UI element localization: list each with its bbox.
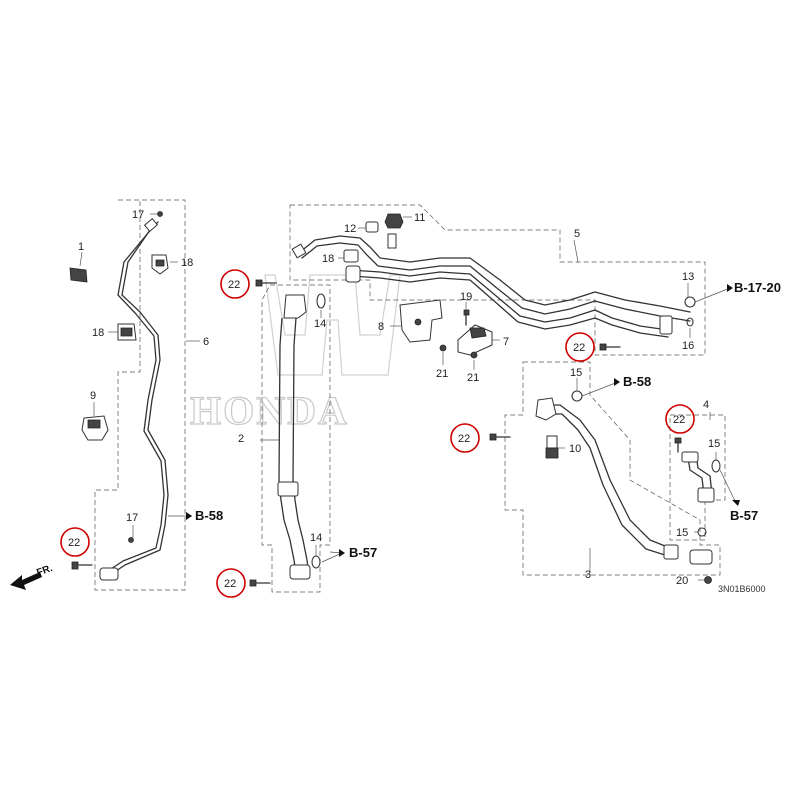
bolt-22-pipe-4[interactable] [674, 437, 682, 453]
bracket-part-8[interactable] [399, 299, 443, 343]
pipe-part-5[interactable] [291, 233, 691, 338]
honda-logo-h [264, 274, 401, 376]
label-part-22[interactable]: 22 [458, 433, 470, 445]
switch-part-10[interactable] [545, 435, 559, 459]
label-part-22[interactable]: 22 [673, 414, 685, 426]
label-part-11[interactable]: 11 [414, 212, 425, 224]
front-label: FR. [35, 563, 54, 579]
front-arrow-icon [10, 572, 42, 590]
highlight-circle-22 [60, 527, 90, 557]
highlight-circle-22 [450, 423, 480, 453]
bolt-part-19[interactable] [463, 309, 470, 326]
label-part-15-pipe4[interactable]: 15 [708, 438, 720, 450]
oring-part-16[interactable] [686, 317, 694, 327]
bolt-22-hose-2-bottom[interactable] [249, 579, 271, 587]
ref-b57-left[interactable]: B-57 [349, 545, 377, 560]
arrow-b17-20 [727, 284, 733, 292]
label-part-2[interactable]: 2 [238, 433, 244, 445]
label-part-22[interactable]: 22 [224, 578, 236, 590]
clip-part-18-upper[interactable] [151, 254, 169, 275]
label-part-21-right[interactable]: 21 [467, 372, 479, 384]
part-labels: 1 2 3 4 5 6 7 8 9 10 11 12 13 14 14 15 1… [68, 209, 720, 590]
label-part-4[interactable]: 4 [703, 399, 709, 411]
label-part-18-pipe5[interactable]: 18 [322, 253, 334, 265]
label-part-17-lower[interactable]: 17 [126, 512, 138, 524]
oring-part-15-pipe4[interactable] [711, 459, 721, 473]
ref-b58-left[interactable]: B-58 [195, 508, 223, 523]
outline-group-4 [669, 414, 726, 541]
highlight-circle-22 [216, 568, 246, 598]
cap-part-12[interactable] [365, 221, 379, 233]
label-part-5[interactable]: 5 [574, 228, 580, 240]
label-part-15-upper[interactable]: 15 [570, 367, 582, 379]
reference-labels: B-58 B-57 B-58 B-17-20 B-57 [186, 280, 781, 560]
bolt-22-hose-2-top[interactable] [255, 279, 277, 287]
pipe-part-4[interactable] [681, 451, 715, 503]
highlight-circle-22 [565, 332, 595, 362]
label-part-13[interactable]: 13 [682, 271, 694, 283]
ref-b58-right[interactable]: B-58 [623, 374, 651, 389]
nut-part-20[interactable] [704, 576, 712, 584]
label-part-8[interactable]: 8 [378, 321, 384, 333]
outline-group-2 [261, 284, 331, 593]
honda-watermark: HONDA [189, 274, 401, 434]
label-part-10[interactable]: 10 [569, 443, 581, 455]
label-part-20[interactable]: 20 [676, 575, 688, 587]
label-part-16[interactable]: 16 [682, 340, 694, 352]
clip-part-18-lower[interactable] [117, 323, 137, 341]
label-part-19[interactable]: 19 [460, 291, 472, 303]
clip-part-18-pipe5[interactable] [343, 249, 359, 263]
nut-part-11[interactable] [384, 213, 404, 229]
label-part-18-lower[interactable]: 18 [92, 327, 104, 339]
arrow-b58-right [614, 378, 620, 386]
label-part-12[interactable]: 12 [344, 223, 356, 235]
oring-part-14-upper[interactable] [316, 293, 326, 309]
arrow-b57-right [732, 500, 740, 506]
oring-part-17-lower[interactable] [128, 537, 134, 543]
highlight-circle-22 [220, 269, 250, 299]
pipe-part-6[interactable] [99, 218, 169, 581]
label-part-21-left[interactable]: 21 [436, 368, 448, 380]
ref-b57-right[interactable]: B-57 [730, 508, 758, 523]
bolt-22-hose-3[interactable] [489, 433, 511, 441]
highlight-circles [60, 269, 695, 598]
highlight-circle-22 [665, 404, 695, 434]
arrow-b58-left [186, 512, 192, 520]
diagram-code: 3N01B6000 [718, 584, 766, 594]
label-part-22[interactable]: 22 [573, 342, 585, 354]
label-part-14-lower[interactable]: 14 [310, 532, 322, 544]
label-part-22[interactable]: 22 [68, 537, 80, 549]
front-direction: FR. [10, 563, 54, 590]
label-part-3[interactable]: 3 [585, 569, 591, 581]
oring-part-14-lower[interactable] [311, 555, 321, 569]
label-part-17-upper[interactable]: 17 [132, 209, 144, 221]
label-part-6[interactable]: 6 [203, 336, 209, 348]
bolt-part-21-left[interactable] [439, 344, 447, 352]
hose-part-3[interactable] [535, 397, 713, 565]
oring-part-17-upper[interactable] [157, 211, 163, 217]
outline-group-3 [504, 361, 721, 576]
outline-group-6 [94, 199, 186, 591]
bolt-22-lower-left[interactable] [71, 561, 93, 570]
bracket-part-1[interactable] [69, 251, 88, 283]
outline-group-5 [289, 204, 706, 356]
label-part-7[interactable]: 7 [503, 336, 509, 348]
hose-part-2[interactable] [277, 294, 311, 580]
part-9-cap[interactable] [81, 415, 109, 441]
oring-part-13[interactable] [684, 296, 696, 308]
mount-part-7[interactable] [457, 324, 493, 356]
label-part-15-lower[interactable]: 15 [676, 527, 688, 539]
oring-part-15-upper[interactable] [571, 390, 583, 402]
label-part-9[interactable]: 9 [90, 390, 96, 402]
label-part-14-upper[interactable]: 14 [314, 318, 326, 330]
honda-wordmark: HONDA [190, 388, 349, 433]
arrow-b57-left [339, 549, 345, 557]
label-part-18-upper[interactable]: 18 [181, 257, 193, 269]
label-part-1[interactable]: 1 [78, 241, 84, 253]
bolt-part-21-right[interactable] [470, 351, 478, 359]
label-part-22[interactable]: 22 [228, 279, 240, 291]
ref-b17-20[interactable]: B-17-20 [734, 280, 781, 295]
bolt-22-pipe-5[interactable] [599, 343, 621, 351]
